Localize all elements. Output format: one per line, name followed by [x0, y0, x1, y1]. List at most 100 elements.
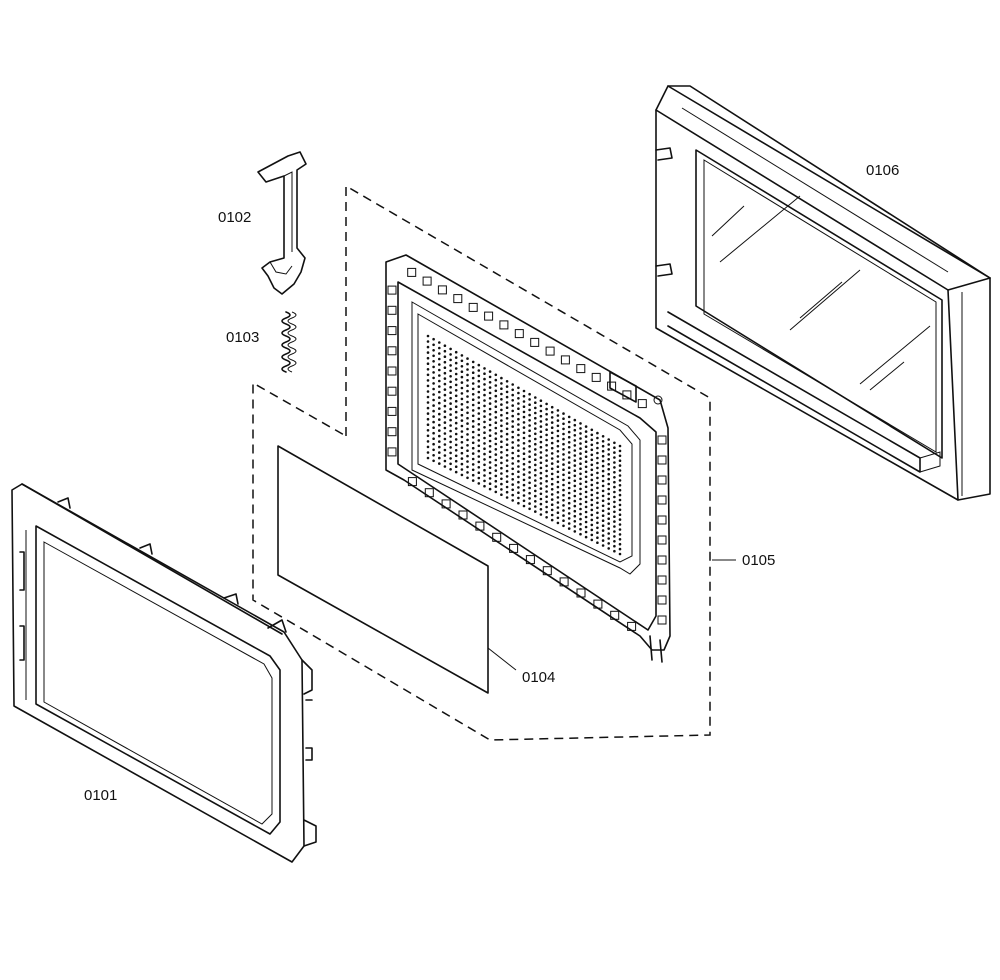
mesh-hole [511, 462, 514, 465]
mesh-hole [517, 454, 520, 458]
mesh-hole [438, 385, 441, 388]
mesh-hole [426, 368, 430, 371]
mesh-hole [534, 505, 537, 508]
mesh-hole [505, 390, 509, 394]
mesh-hole [607, 532, 610, 535]
mesh-hole [596, 491, 599, 495]
mesh-hole [432, 415, 435, 418]
mesh-hole [613, 461, 616, 464]
mesh-hole [466, 379, 469, 382]
mesh-hole [596, 461, 599, 465]
mesh-hole [567, 501, 571, 505]
mesh-hole [590, 518, 594, 522]
mesh-hole [550, 416, 554, 419]
mesh-hole [454, 372, 458, 376]
panel-tab [424, 488, 434, 498]
mesh-hole [618, 528, 622, 531]
mesh-hole [505, 395, 509, 399]
mesh-hole [494, 432, 498, 435]
mesh-hole [494, 442, 498, 446]
mesh-hole [607, 458, 610, 461]
panel-tab [657, 475, 667, 485]
mesh-hole [567, 491, 571, 495]
mesh-hole [517, 423, 520, 426]
mesh-hole [471, 430, 475, 434]
mesh-hole [528, 398, 531, 401]
mesh-hole [511, 488, 514, 492]
mesh-hole [494, 378, 498, 382]
mesh-hole [579, 467, 582, 471]
mesh-hole [579, 482, 582, 486]
mesh-hole [426, 429, 430, 432]
mesh-hole [517, 480, 520, 484]
mesh-hole [438, 363, 441, 366]
mesh-hole [443, 371, 447, 375]
mesh-hole [534, 442, 537, 446]
mesh-hole [618, 484, 622, 487]
mesh-hole [443, 437, 447, 441]
mesh-hole [522, 483, 526, 487]
mesh-hole [534, 427, 537, 430]
mesh-hole [584, 450, 588, 454]
mesh-hole [579, 507, 582, 511]
mesh-hole [511, 383, 514, 386]
mesh-hole [573, 434, 577, 437]
mesh-hole [567, 512, 571, 515]
mesh-hole [438, 462, 441, 465]
mesh-hole [477, 390, 481, 394]
mesh-hole [517, 459, 520, 463]
mesh-hole [460, 413, 464, 417]
mesh-hole [579, 517, 582, 521]
mesh-hole [454, 449, 458, 452]
mesh-hole [471, 387, 475, 391]
mesh-hole [488, 461, 492, 464]
mesh-hole [596, 481, 599, 485]
mesh-hole [488, 477, 492, 480]
mesh-hole [438, 445, 441, 449]
mesh-hole [477, 374, 481, 378]
panel-tab [387, 305, 397, 315]
mesh-hole [579, 457, 582, 460]
mesh-hole [500, 382, 503, 385]
mesh-hole [438, 341, 441, 344]
mesh-hole [505, 490, 509, 494]
mesh-hole [438, 440, 441, 443]
part-0105-inner-door-panel [385, 254, 671, 663]
mesh-hole [443, 432, 447, 435]
mesh-hole [596, 536, 599, 539]
mesh-hole [460, 468, 464, 471]
mesh-hole [511, 425, 514, 428]
mesh-hole [466, 389, 469, 393]
mesh-hole [596, 451, 599, 455]
mesh-hole [494, 373, 498, 377]
mesh-hole [556, 521, 560, 525]
mesh-hole [556, 450, 560, 453]
mesh-hole [449, 369, 452, 373]
mesh-hole [483, 474, 486, 477]
mesh-hole [556, 480, 560, 484]
mesh-hole [556, 409, 560, 412]
mesh-hole [573, 504, 577, 508]
mesh-hole [607, 522, 610, 525]
mesh-hole [545, 510, 548, 514]
mesh-hole [517, 444, 520, 447]
panel-tab [422, 276, 432, 286]
mesh-hole [573, 514, 577, 518]
mesh-hole [601, 459, 605, 463]
mesh-hole [556, 501, 560, 504]
mesh-hole [466, 416, 469, 420]
mesh-hole [550, 493, 554, 496]
mesh-hole [562, 458, 565, 461]
mesh-hole [494, 464, 498, 467]
mesh-hole [443, 393, 447, 397]
mesh-hole [511, 446, 514, 450]
mesh-hole [438, 451, 441, 454]
mesh-hole [528, 460, 531, 464]
mesh-hole [500, 440, 503, 444]
label-0105: 0105 [742, 552, 775, 569]
mesh-hole [466, 395, 469, 398]
mesh-hole [517, 407, 520, 411]
mesh-hole [534, 437, 537, 441]
mesh-hole [562, 493, 565, 497]
mesh-hole [573, 459, 577, 462]
